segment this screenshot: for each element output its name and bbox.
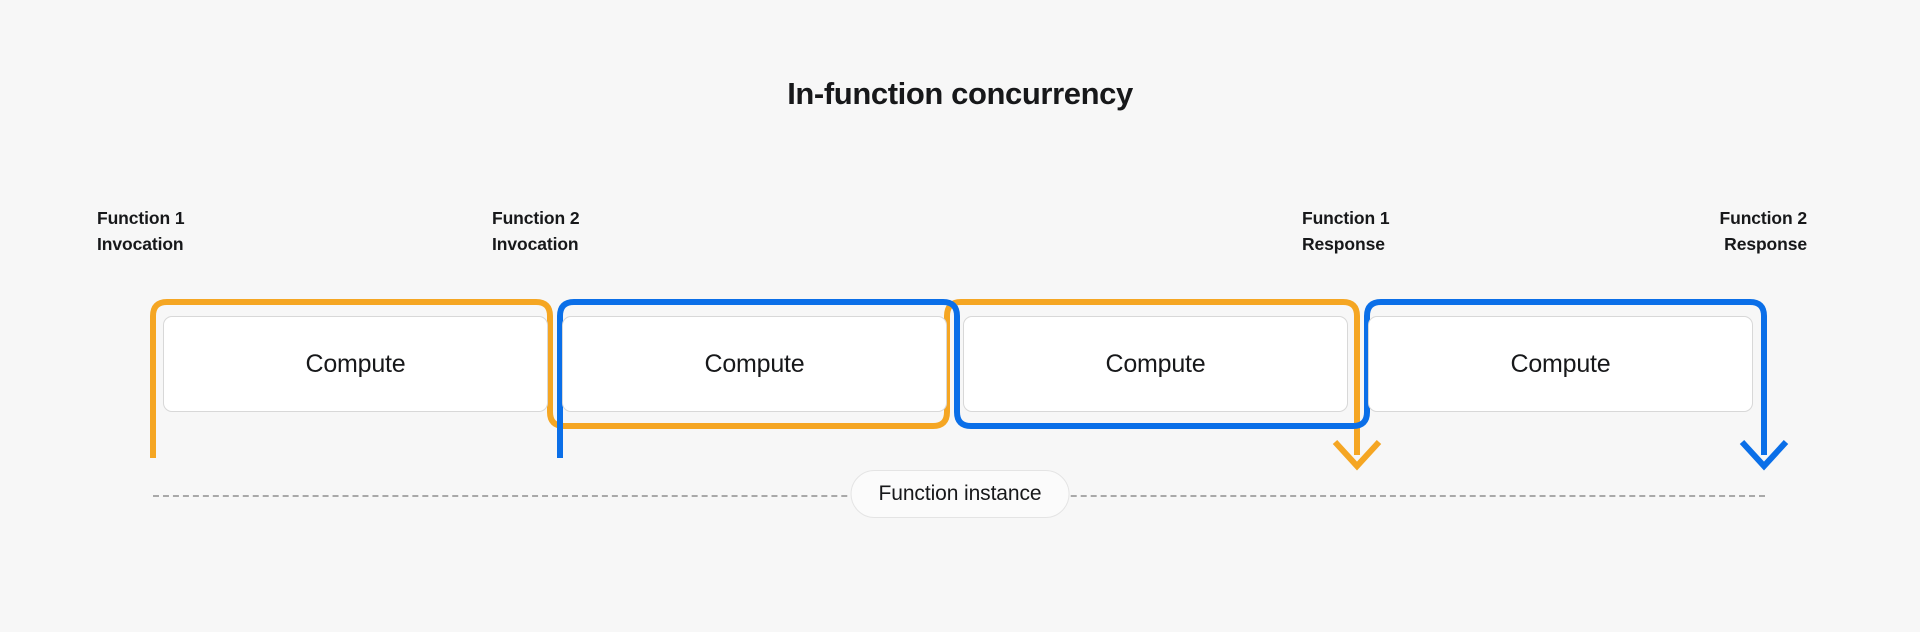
label-function-1-response: Function 1 Response — [1302, 208, 1390, 255]
compute-box-label: Compute — [704, 349, 805, 378]
page-title: In-function concurrency — [787, 76, 1133, 111]
compute-box-label: Compute — [305, 349, 406, 378]
label-function-2-invocation: Function 2 Invocation — [492, 208, 580, 255]
compute-box-label: Compute — [1105, 349, 1206, 378]
compute-box: Compute — [963, 316, 1348, 412]
label-function-1-invocation: Function 1 Invocation — [97, 208, 185, 255]
compute-box-label: Compute — [1510, 349, 1611, 378]
function-instance-row: Function instance — [0, 470, 1920, 540]
compute-box: Compute — [163, 316, 548, 412]
function-instance-pill: Function instance — [850, 470, 1070, 518]
labels-row: Function 1 Invocation Function 2 Invocat… — [0, 205, 1920, 275]
compute-box: Compute — [562, 316, 947, 412]
compute-box: Compute — [1368, 316, 1753, 412]
label-function-2-response: Function 2 Response — [1719, 208, 1808, 255]
